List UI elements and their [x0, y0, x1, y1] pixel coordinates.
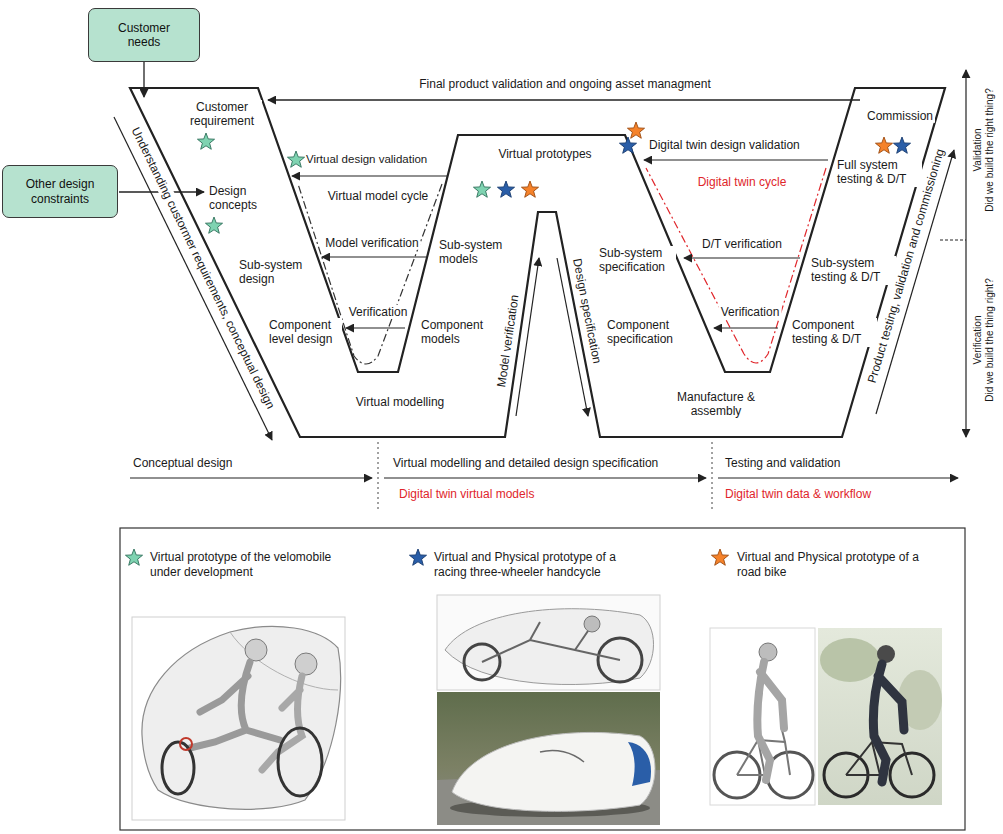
- cycle-label: Digital twin cycle: [696, 175, 789, 189]
- phase-label: Digital twin data & workflow: [724, 487, 872, 501]
- shell-decal: [628, 742, 651, 786]
- hand-crank: [180, 738, 192, 750]
- phase-arrow: [130, 477, 372, 478]
- stage-label: Customer requirement: [182, 100, 262, 129]
- image-frame: [818, 628, 942, 805]
- stage-label: Design concepts: [208, 184, 270, 213]
- cycle-label: Virtual model cycle: [326, 189, 431, 203]
- legend-text: Virtual and Physical prototype of a road…: [737, 550, 942, 580]
- stage-label: Component specification: [606, 318, 684, 347]
- rider-body: [873, 664, 904, 782]
- phase-arrow: [384, 477, 706, 478]
- stage-label: Component testing & D/T: [791, 318, 877, 347]
- bracket-label: Verification: [972, 314, 984, 367]
- handcycle-illustration: [437, 595, 660, 825]
- stage-label: Component level design: [268, 318, 342, 347]
- bracket-label: Did we build the thing right?: [984, 276, 996, 403]
- star-marker: [875, 137, 892, 153]
- side-label: Model verification: [494, 292, 522, 390]
- shell-decal: [540, 750, 584, 762]
- bracket-arrow: [965, 70, 966, 240]
- rider-head: [295, 653, 317, 675]
- arrow-label: Digital twin design validation: [648, 138, 801, 152]
- constraint-box: Customer needs: [88, 8, 200, 62]
- handcycle-shell: [445, 609, 654, 685]
- stage-label: Manufacture & assembly: [670, 390, 762, 419]
- constraint-box: Other design constraints: [2, 165, 118, 218]
- bracket-arrow: [965, 240, 966, 437]
- phase-label: Conceptual design: [132, 456, 233, 470]
- arrow-label: Model verification: [323, 236, 420, 250]
- level-arrow: [292, 175, 447, 176]
- star-marker: [205, 217, 222, 233]
- arrow-label: Verification: [347, 305, 410, 319]
- legend-star: [409, 549, 426, 565]
- arrow-label: Virtual design validation: [305, 153, 428, 167]
- stage-label: Virtual prototypes: [496, 147, 593, 161]
- phase-label: Digital twin virtual models: [398, 487, 535, 501]
- star-marker: [893, 137, 910, 153]
- level-arrow: [644, 159, 828, 160]
- stage-label: Sub-system specification: [598, 246, 676, 275]
- needs-arrow: [143, 62, 144, 97]
- box-text: Other design constraints: [18, 177, 102, 206]
- arrow-label: D/T verification: [700, 237, 784, 251]
- stage-label: Sub-system models: [438, 238, 512, 267]
- box-text: Customer needs: [108, 21, 180, 50]
- stage-label: Commission: [865, 109, 935, 123]
- handcycle-shell-photo: [452, 732, 655, 811]
- rider-body: [757, 662, 784, 780]
- bracket-label: Validation: [972, 126, 984, 173]
- rider-head: [759, 643, 777, 661]
- stage-label: Virtual modelling: [354, 395, 447, 409]
- phase-label: Virtual modelling and detailed design sp…: [392, 456, 659, 470]
- phase-arrow: [718, 477, 958, 478]
- bracket-label: Did we build the right thing?: [984, 86, 996, 213]
- level-arrow: [714, 327, 778, 328]
- star-marker: [627, 122, 644, 138]
- legend-frame: [120, 528, 965, 830]
- phase-divider: [712, 442, 713, 512]
- wheel: [278, 728, 322, 796]
- legend-star: [711, 549, 728, 565]
- level-arrow: [684, 257, 800, 258]
- rider-head: [584, 616, 600, 632]
- side-arrow: [516, 258, 539, 416]
- stage-label: Sub-system design: [238, 258, 310, 287]
- velomobile-shell: [142, 626, 341, 809]
- stage-label: Component models: [420, 318, 494, 347]
- star-marker: [497, 181, 514, 197]
- level-arrow: [346, 327, 405, 328]
- level-arrow: [322, 256, 426, 257]
- rider-body: [190, 662, 280, 748]
- arrow-label: Verification: [719, 305, 782, 319]
- star-marker: [521, 181, 538, 197]
- image-frame: [437, 692, 660, 825]
- image-frame: [437, 595, 660, 690]
- legend-text: Virtual prototype of the velomobile unde…: [150, 550, 355, 580]
- legend-star: [125, 549, 142, 565]
- star-marker: [473, 181, 490, 197]
- rider-head: [245, 639, 267, 661]
- stage-label: Sub-system testing & D/T: [810, 256, 896, 285]
- star-marker: [197, 133, 214, 149]
- legend-text: Virtual and Physical prototype of a raci…: [434, 550, 639, 580]
- final-validation-arrow: [268, 99, 860, 100]
- rider-body: [262, 676, 302, 770]
- star-marker: [619, 137, 636, 153]
- phase-divider: [378, 442, 379, 512]
- phase-label: Testing and validation: [724, 456, 841, 470]
- image-frame: [132, 617, 345, 820]
- velomobile-illustration: [132, 617, 345, 820]
- bracket-divider: [940, 240, 966, 241]
- arrow-label: Final product validation and ongoing ass…: [417, 77, 713, 91]
- background-foliage: [820, 638, 880, 682]
- roadbike-illustration: [710, 628, 942, 805]
- image-frame: [710, 628, 815, 805]
- star-marker: [287, 151, 304, 167]
- stage-label: Full system testing & D/T: [836, 158, 922, 187]
